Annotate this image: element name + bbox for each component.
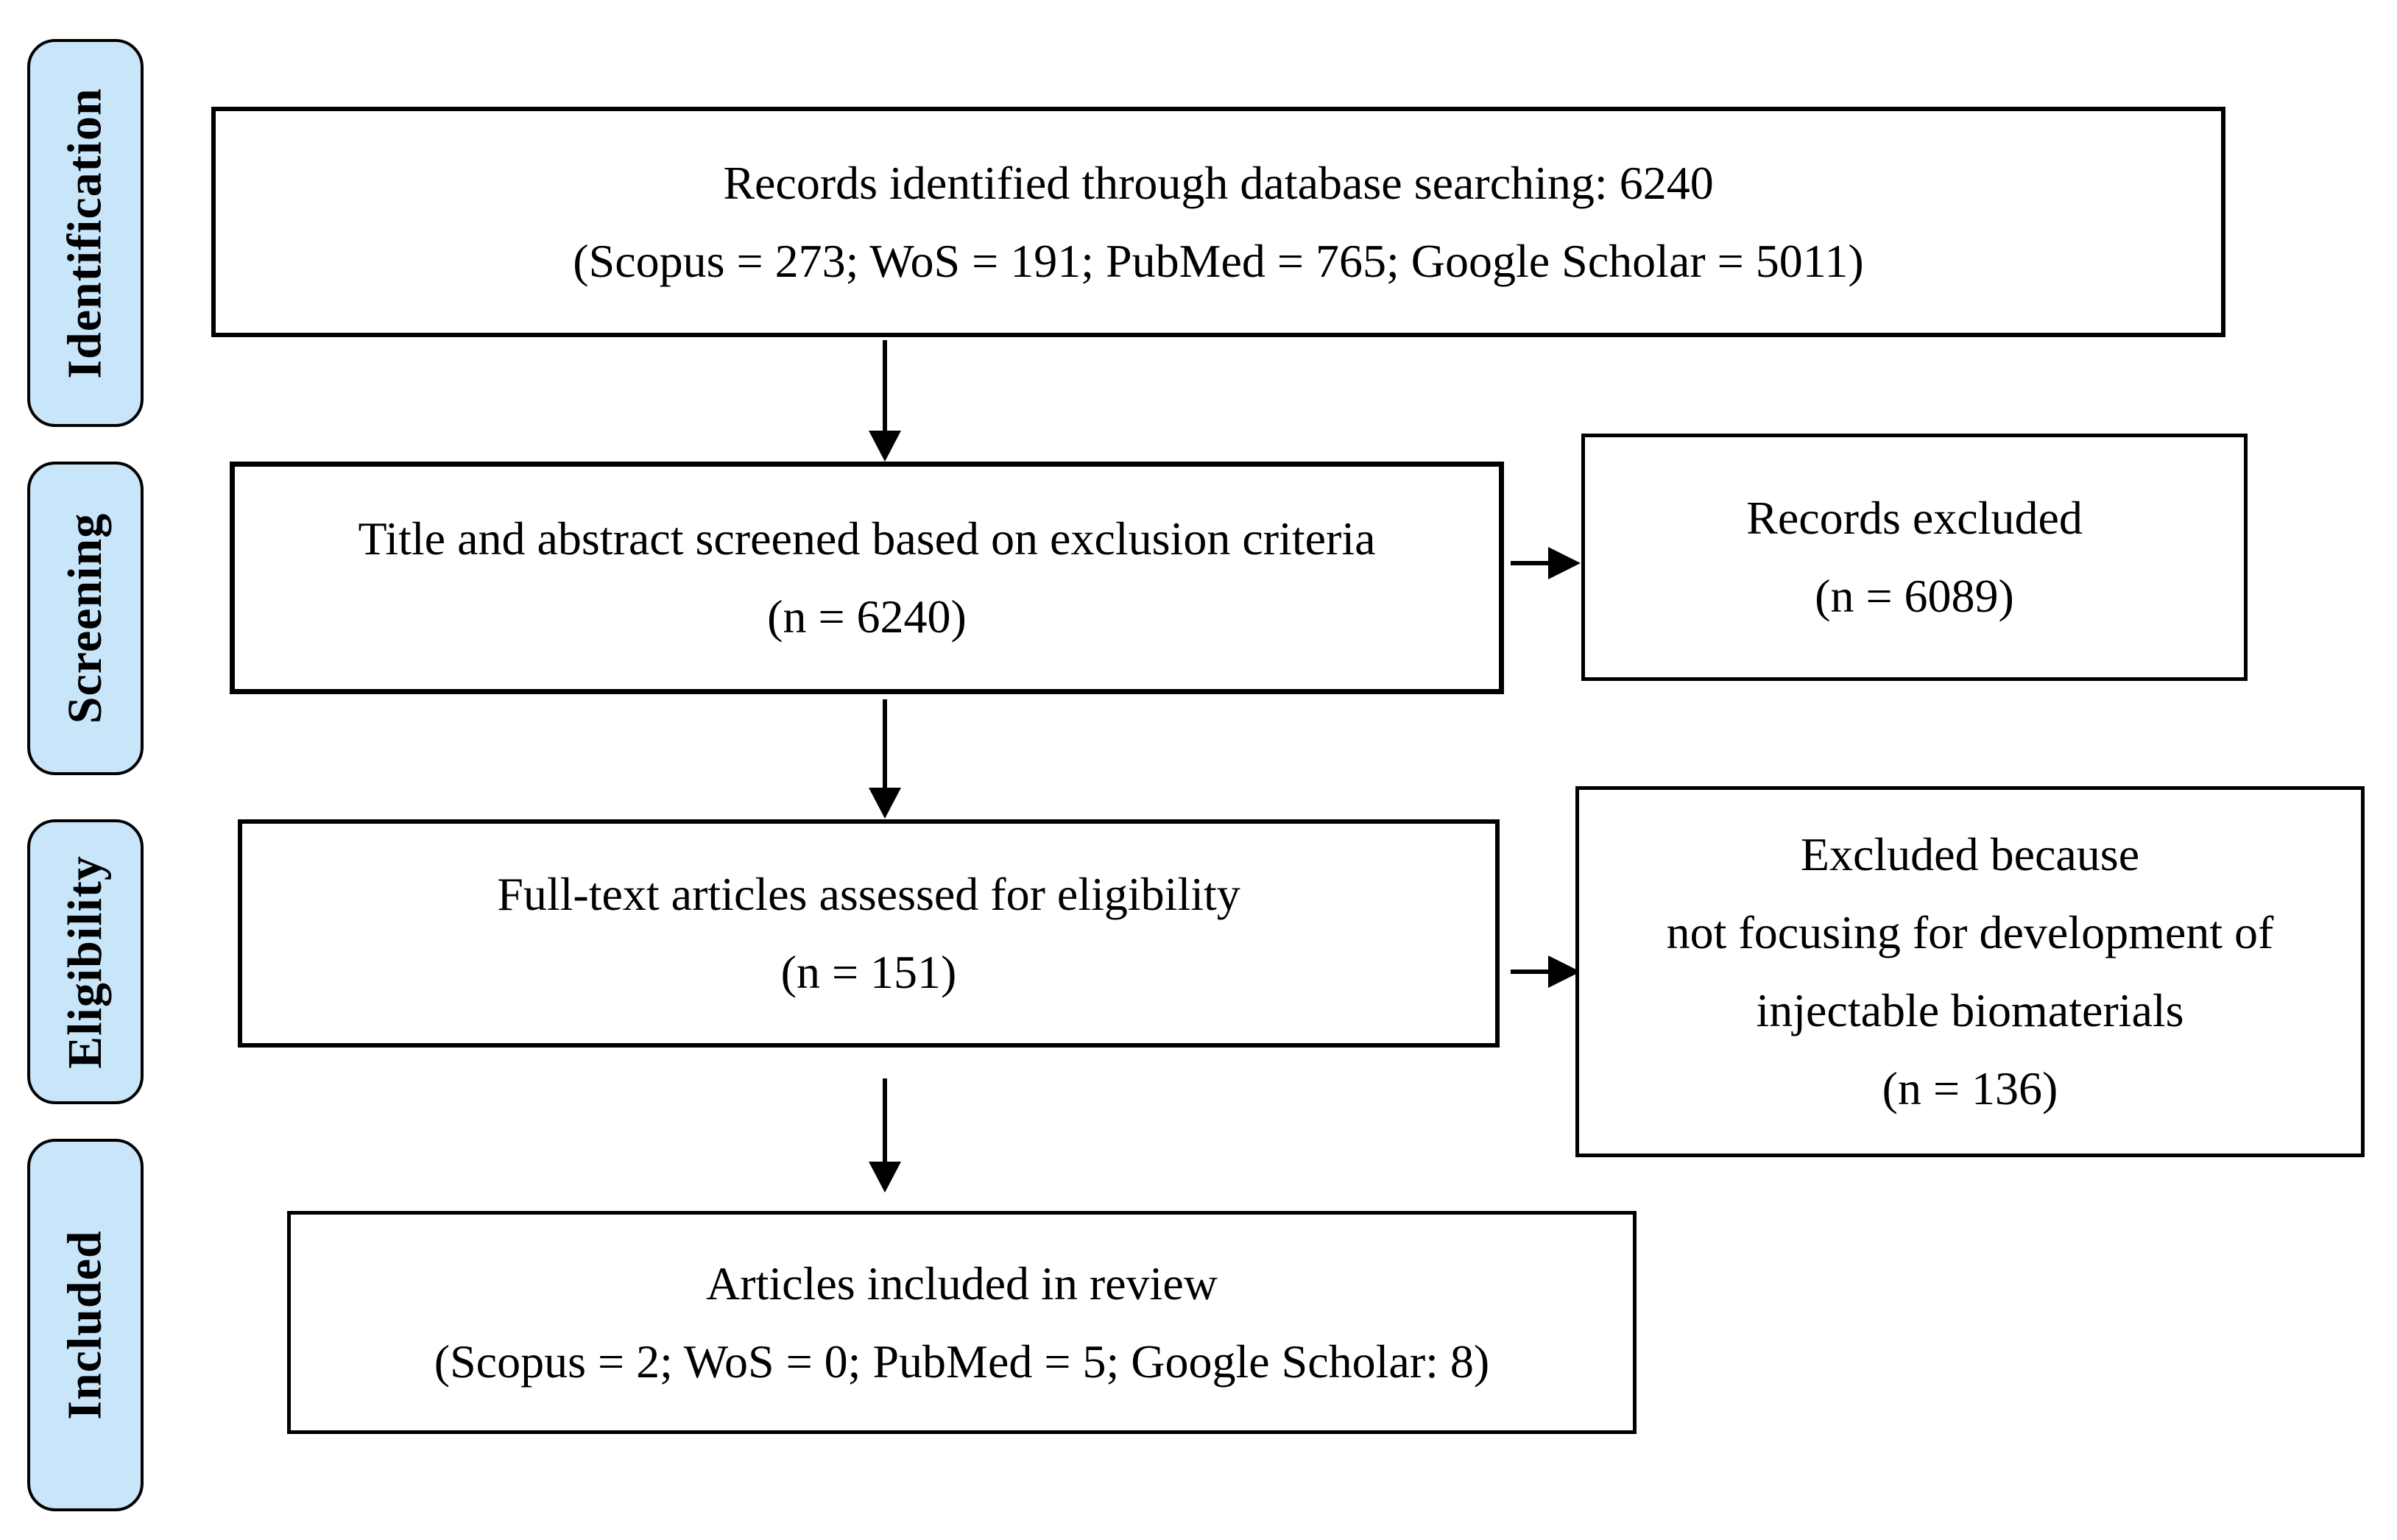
arrow-screened-to-fulltext-head: [869, 788, 901, 819]
fulltext-line1: Full-text articles assessed for eligibil…: [497, 868, 1240, 920]
excluded-reason-box: Excluded because not focusing for develo…: [1575, 786, 2365, 1157]
stage-eligibility-label: Eligibility: [58, 855, 113, 1069]
records-excluded-line1: Records excluded: [1746, 492, 2083, 544]
records-identified-box: Records identified through database sear…: [211, 107, 2225, 337]
arrow-screened-to-excluded-line: [1511, 561, 1551, 565]
records-excluded-box: Records excluded (n = 6089): [1581, 434, 2248, 681]
records-identified-line1: Records identified through database sear…: [723, 156, 1714, 209]
fulltext-assessed-box: Full-text articles assessed for eligibil…: [238, 819, 1500, 1048]
fulltext-line2: (n = 151): [780, 946, 957, 998]
stage-screening: Screening: [27, 462, 144, 775]
arrow-fulltext-to-included-head: [869, 1162, 901, 1193]
arrow-identified-to-screened-line: [883, 340, 887, 432]
excluded-reason-line3: injectable biomaterials: [1756, 984, 2184, 1036]
included-line1: Articles included in review: [706, 1257, 1218, 1310]
records-excluded-line2: (n = 6089): [1815, 570, 2014, 622]
screened-line1: Title and abstract screened based on exc…: [358, 512, 1376, 565]
stage-included: Included: [27, 1139, 144, 1511]
arrow-identified-to-screened-head: [869, 431, 901, 462]
stage-identification-label: Identification: [58, 87, 112, 379]
arrow-screened-to-fulltext-line: [883, 699, 887, 789]
arrow-fulltext-to-excluded-line: [1511, 969, 1551, 974]
articles-included-box: Articles included in review (Scopus = 2;…: [287, 1211, 1637, 1434]
screened-line2: (n = 6240): [767, 590, 967, 643]
stage-eligibility: Eligibility: [27, 819, 144, 1104]
title-abstract-screened-box: Title and abstract screened based on exc…: [230, 462, 1504, 694]
arrow-screened-to-excluded-head: [1548, 547, 1581, 579]
excluded-reason-line1: Excluded because: [1800, 828, 2140, 880]
excluded-reason-line2: not focusing for development of: [1666, 906, 2274, 958]
records-identified-line2: (Scopus = 273; WoS = 191; PubMed = 765; …: [573, 234, 1864, 287]
stage-identification: Identification: [27, 39, 144, 427]
stage-included-label: Included: [58, 1230, 112, 1420]
arrow-fulltext-to-excluded-head: [1548, 956, 1581, 988]
excluded-reason-line4: (n = 136): [1882, 1062, 2058, 1115]
stage-screening-label: Screening: [58, 512, 113, 724]
included-line2: (Scopus = 2; WoS = 0; PubMed = 5; Google…: [434, 1335, 1490, 1388]
arrow-fulltext-to-included-line: [883, 1078, 887, 1163]
